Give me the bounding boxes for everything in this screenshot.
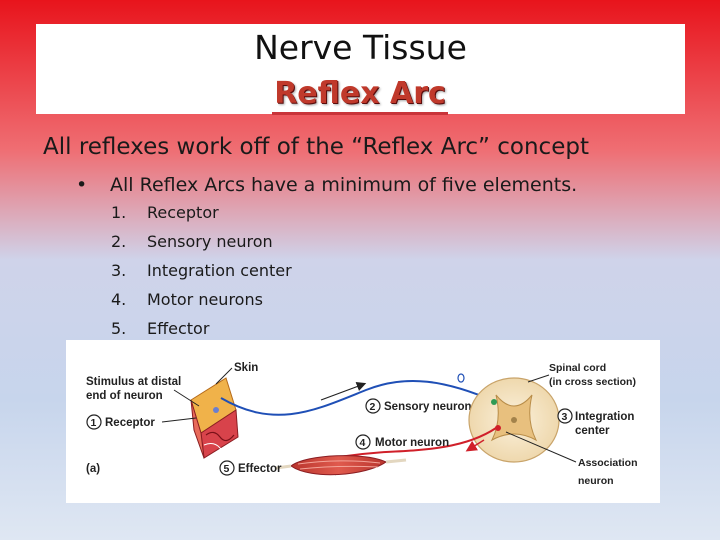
sensory-label: Sensory neuron — [384, 401, 472, 413]
panel-label: (a) — [86, 463, 100, 475]
subtitle-text: Reflex Arc — [272, 76, 448, 115]
receptor-label: Receptor — [105, 417, 155, 429]
list-item: 1. Receptor — [111, 203, 292, 232]
item-text: Motor neurons — [147, 290, 263, 309]
stimulus-label-2: end of neuron — [86, 390, 163, 402]
skin-block — [190, 377, 239, 459]
item-text: Receptor — [147, 203, 219, 222]
ganglion — [457, 373, 465, 383]
motor-number: 4 — [360, 437, 366, 449]
stimulus-pointer — [173, 389, 200, 407]
spinal-cord-pointer — [527, 374, 550, 383]
item-number: 1. — [111, 203, 127, 222]
elements-list: 1. Receptor 2. Sensory neuron 3. Integratio… — [111, 203, 292, 348]
title-box: Nerve Tissue — [36, 24, 685, 114]
item-text: Effector — [147, 319, 210, 338]
association-pointer — [505, 431, 577, 463]
sensory-number: 2 — [370, 401, 376, 413]
spinal-cord-label-2: (in cross section) — [549, 376, 636, 388]
sub-bullet-text: All Reflex Arcs have a minimum of five e… — [110, 174, 578, 196]
list-item: 3. Integration center — [111, 261, 292, 290]
integration-number: 3 — [562, 411, 568, 423]
reflex-arc-figure: Skin Stimulus at distal end of neuron 1 … — [66, 340, 660, 503]
receptor-pointer — [161, 417, 197, 423]
integration-label-1: Integration — [575, 411, 634, 423]
integration-label-2: center — [575, 425, 610, 437]
motor-arrow-upper — [465, 439, 485, 452]
item-number: 4. — [111, 290, 127, 309]
item-number: 3. — [111, 261, 127, 280]
main-point: All reflexes work off of the “Reflex Arc… — [43, 134, 589, 160]
effector-number: 5 — [224, 463, 230, 475]
bullet-icon: • — [76, 174, 88, 196]
item-text: Integration center — [147, 261, 292, 280]
sensory-arrow — [320, 382, 367, 401]
slide-subtitle: Reflex Arc — [0, 76, 720, 115]
motor-label: Motor neuron — [375, 437, 449, 449]
spinal-cord-label-1: Spinal cord — [549, 362, 606, 374]
sensory-number-circle — [365, 398, 381, 414]
muscle-effector — [275, 455, 407, 476]
motor-number-circle — [355, 434, 371, 450]
item-number: 2. — [111, 232, 127, 251]
item-text: Sensory neuron — [147, 232, 273, 251]
effector-label: Effector — [238, 463, 282, 475]
effector-number-circle — [219, 460, 235, 476]
spinal-cord — [468, 377, 560, 463]
list-item: 2. Sensory neuron — [111, 232, 292, 261]
sub-bullet: • All Reflex Arcs have a minimum of five … — [76, 174, 577, 196]
list-item: 5. Effector — [111, 319, 292, 348]
item-number: 5. — [111, 319, 127, 338]
skin-label: Skin — [234, 362, 258, 374]
reflex-arc-diagram: Skin Stimulus at distal end of neuron 1 … — [86, 362, 638, 487]
integration-number-circle — [557, 408, 573, 424]
stimulus-label-1: Stimulus at distal — [86, 376, 181, 388]
slide-title: Nerve Tissue — [254, 28, 467, 67]
receptor-number: 1 — [91, 417, 97, 429]
association-label-2: neuron — [578, 475, 614, 487]
association-label-1: Association — [578, 457, 638, 469]
list-item: 4. Motor neurons — [111, 290, 292, 319]
receptor-number-circle — [86, 414, 102, 430]
skin-pointer — [215, 367, 233, 385]
